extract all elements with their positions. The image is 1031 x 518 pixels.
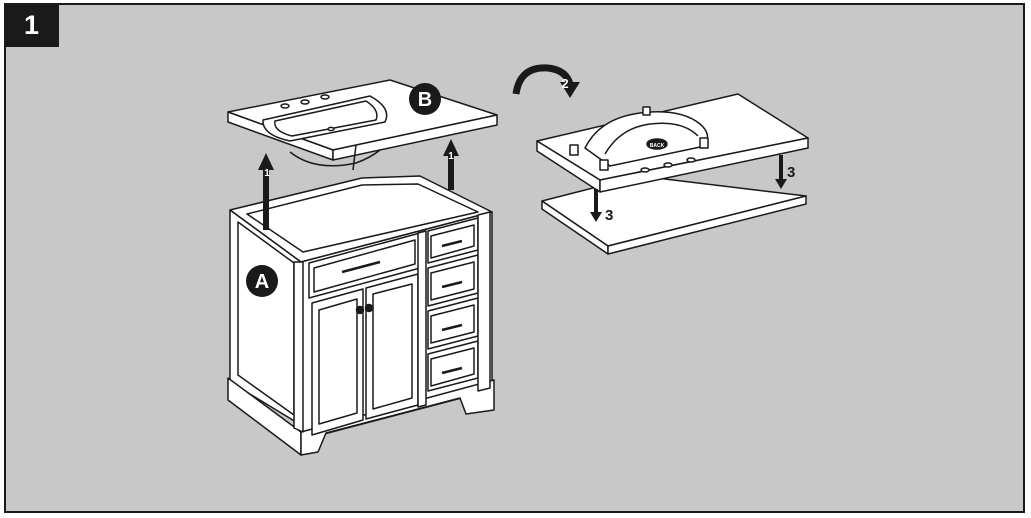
step-3-label-right: 3 [787, 164, 795, 181]
label-b-circle: B [409, 83, 441, 115]
step-3-label-left: 3 [605, 207, 613, 224]
label-b-text: B [418, 89, 432, 111]
sink-back-marking: BACK [650, 143, 665, 149]
step-2-label: 2 [561, 76, 568, 91]
label-a-circle: A [246, 265, 278, 297]
flip-arrow [512, 64, 580, 98]
step-1-label-right: 1 [448, 151, 454, 162]
vanity-top-b [227, 79, 498, 171]
vanity-cabinet-a [227, 175, 495, 456]
step-number-badge: 1 [4, 3, 59, 47]
lower-arrows [590, 155, 787, 222]
lift-arrows [258, 139, 459, 230]
label-a-text: A [255, 271, 269, 293]
flipped-top-assembly [536, 93, 809, 255]
step-1-label-left: 1 [264, 168, 270, 179]
